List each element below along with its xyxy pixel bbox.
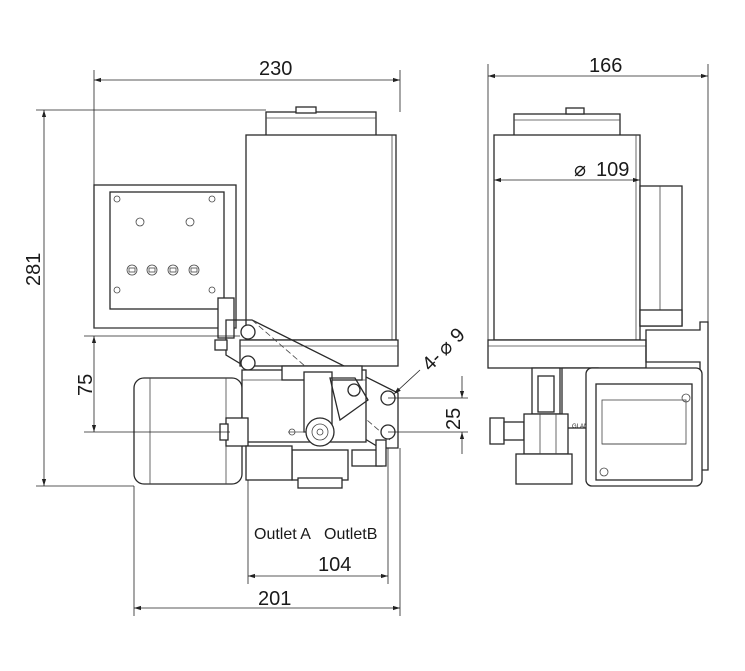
svg-text:⌀: ⌀ — [574, 159, 586, 181]
dim-base-width: 201 — [258, 588, 291, 610]
side-reservoir-body — [493, 134, 641, 341]
dim-hole-spacing: 25 — [443, 408, 465, 430]
front-view — [93, 106, 399, 489]
label-outlet-b: OutletB — [324, 526, 377, 543]
dim-mount-holes: 4- ⌀ 9 — [418, 324, 470, 376]
dim-outlet-span: 104 — [318, 554, 351, 576]
indicator-buttons — [126, 264, 200, 276]
dim-mount-height: 75 — [75, 374, 97, 396]
outlet-block — [291, 449, 349, 481]
reservoir-cap — [265, 111, 377, 137]
mount-hole — [240, 324, 256, 340]
dimension-lines — [36, 64, 709, 616]
dim-diameter-109: ⌀ 109 — [574, 159, 629, 181]
svg-text:109: 109 — [596, 159, 629, 181]
gland-label: GLAN — [572, 424, 588, 430]
dim-side-width: 166 — [589, 55, 622, 77]
reservoir-body — [245, 134, 397, 341]
side-view: GLAN — [487, 107, 709, 487]
pump-valve — [305, 417, 335, 447]
mount-hole — [240, 355, 256, 371]
dim-front-width: 230 — [259, 58, 292, 80]
side-reservoir-cap — [513, 113, 621, 137]
side-control-box — [639, 185, 683, 327]
label-outlet-a: Outlet A — [254, 526, 311, 543]
side-bracket — [645, 321, 709, 471]
dim-height: 281 — [23, 253, 45, 286]
